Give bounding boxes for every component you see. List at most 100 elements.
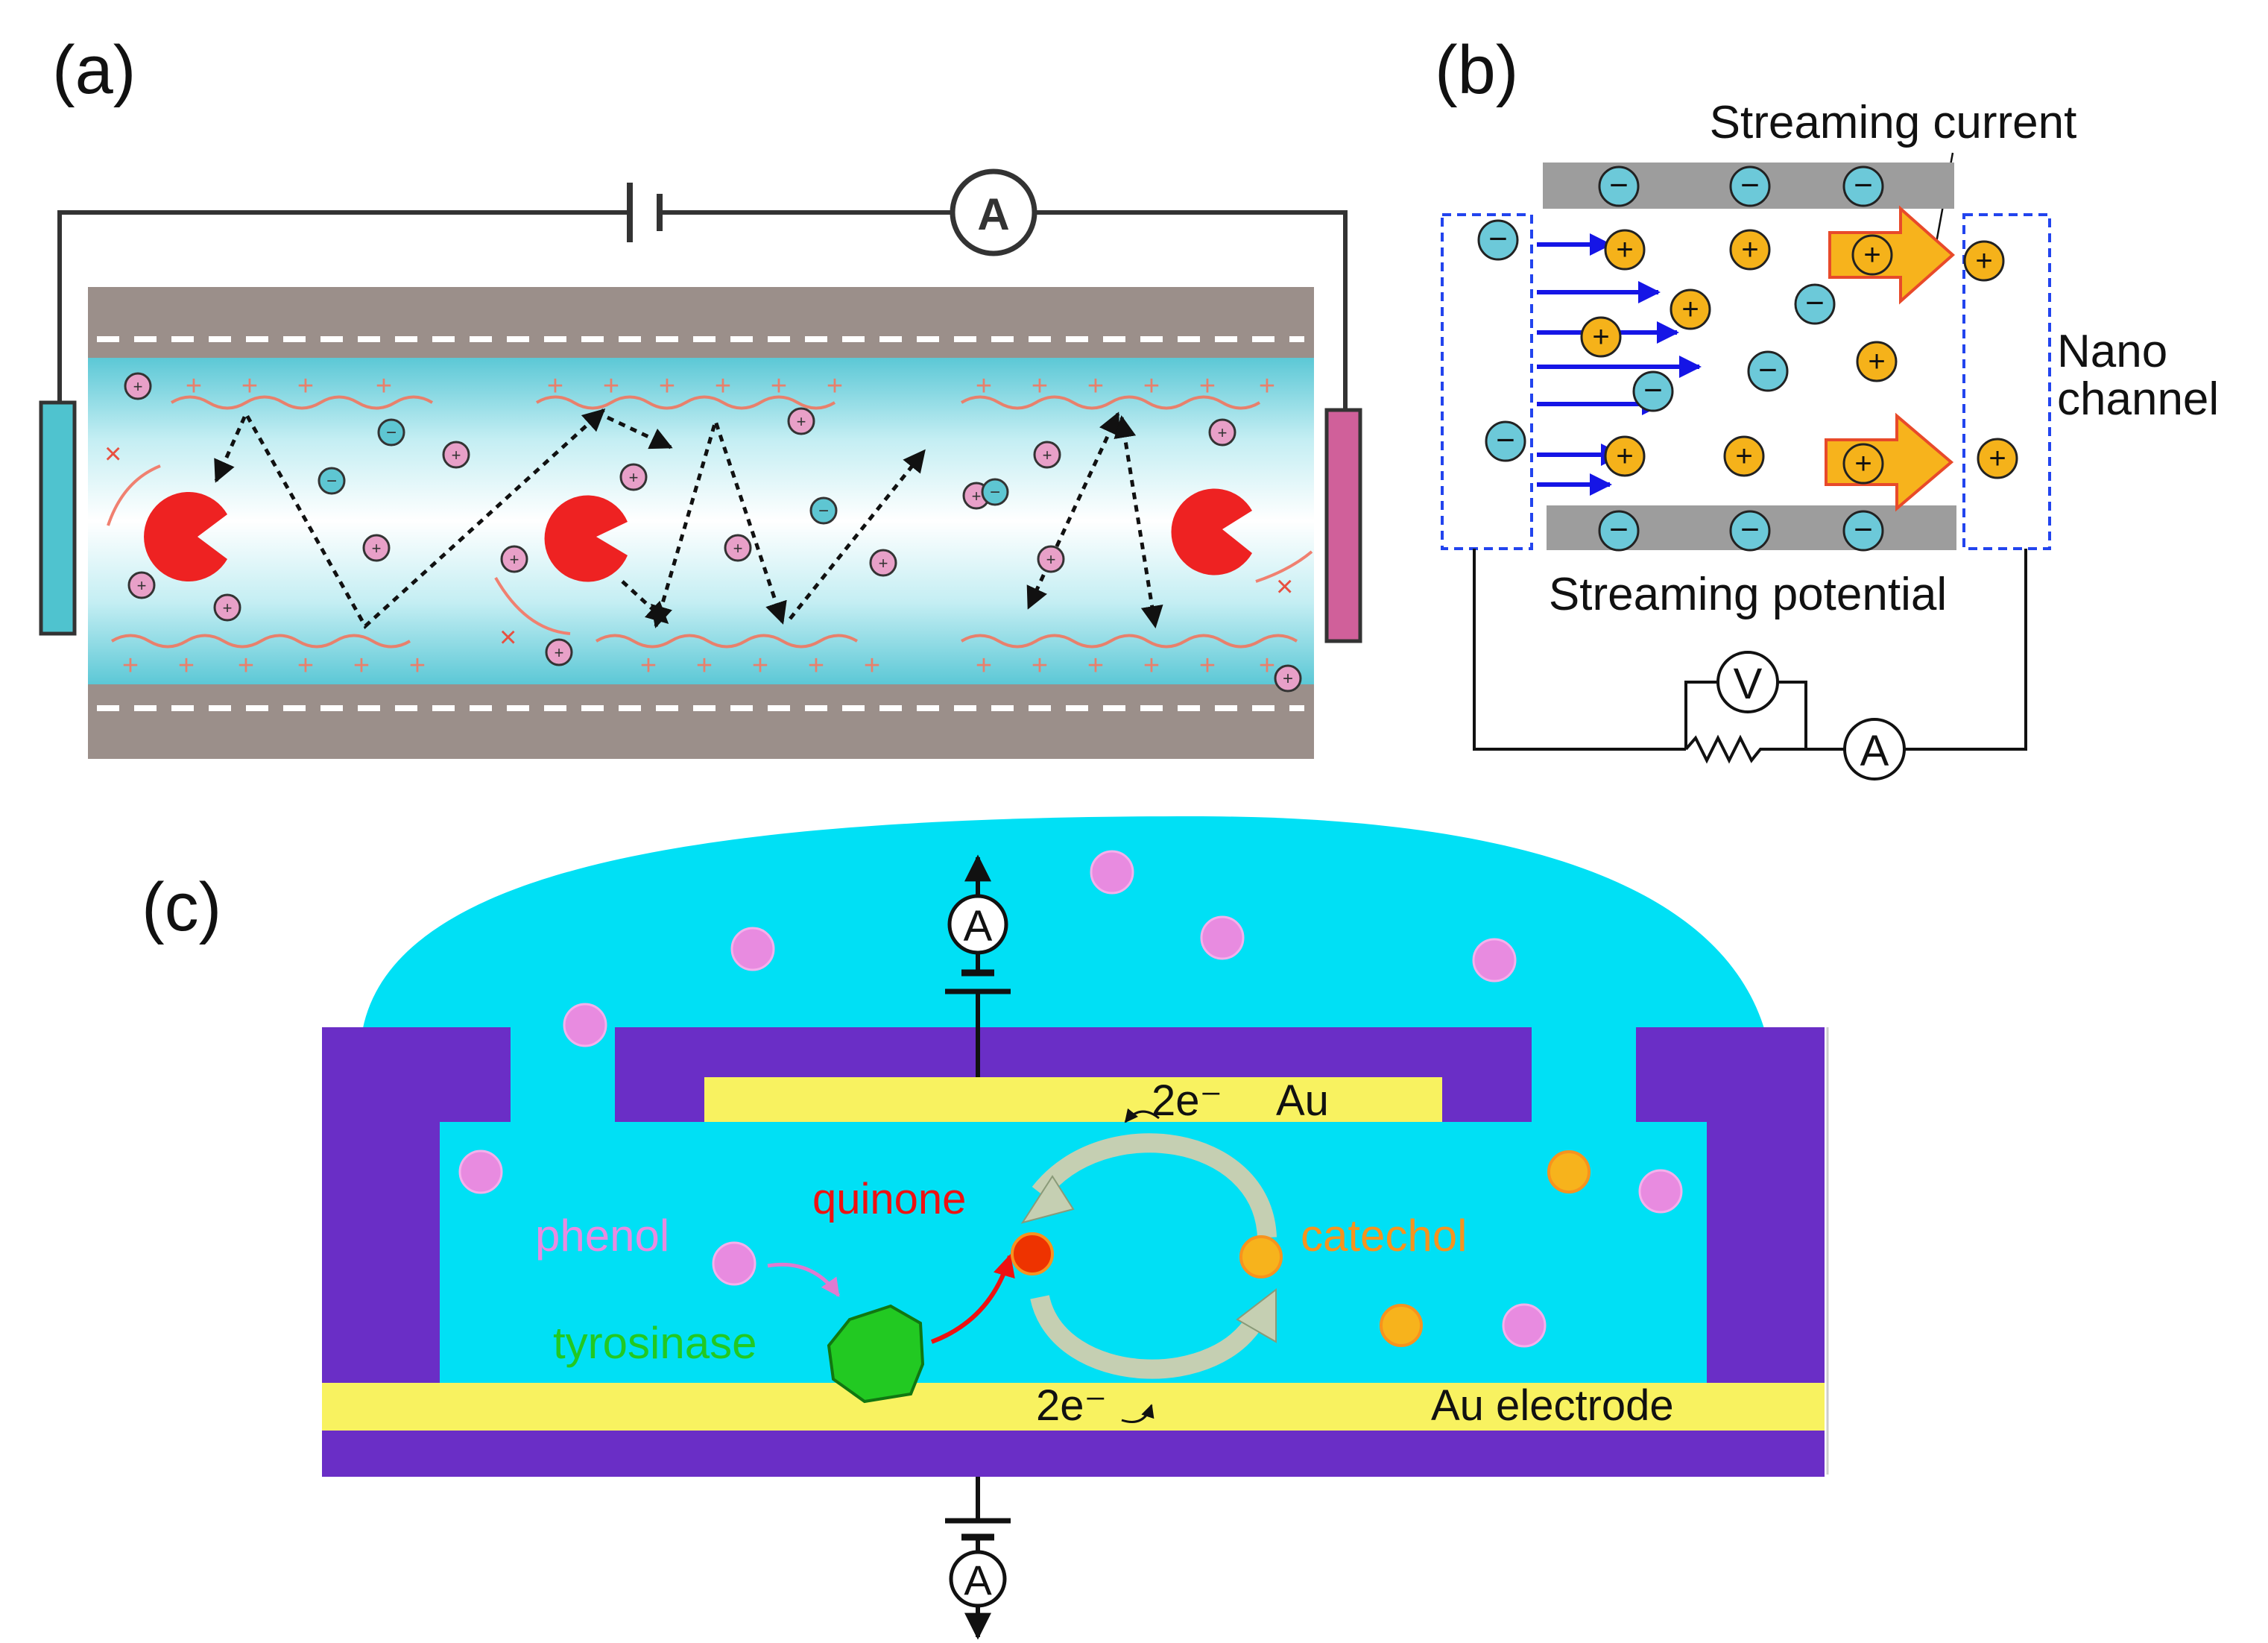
b-anion-icon [1598, 510, 1640, 552]
b-anion-sign: − [1805, 285, 1825, 321]
cation-icon [869, 549, 897, 577]
cation-sign: + [372, 539, 382, 558]
ammeter-b-icon [1843, 718, 1906, 780]
cation-sign: + [879, 554, 888, 573]
wall-plus-mark: + [409, 650, 426, 681]
cycle-arrow-lower [1030, 1294, 1269, 1379]
cycle-arrow-upper [1032, 1133, 1277, 1238]
cation-icon [545, 638, 573, 666]
cation-sign: + [510, 550, 519, 569]
b-cation-icon [1977, 438, 2018, 479]
cation-sign: + [1046, 550, 1056, 569]
phenol-molecule [1502, 1303, 1547, 1348]
b-cation-icon [1842, 443, 1884, 485]
left-electrode [39, 400, 77, 636]
panel-b-ions: +++++++++++−−−−−−−−−−− [1477, 165, 2018, 552]
b-anion-icon [1632, 370, 1674, 412]
anion-sign: − [326, 471, 337, 491]
panel-a-label: (a) [52, 32, 136, 108]
b-cation-sign: + [1989, 442, 2006, 475]
cation-sign: + [797, 412, 806, 431]
phenol-molecule [458, 1150, 503, 1194]
cation-icon [213, 593, 241, 622]
cation-icon [1033, 441, 1061, 469]
ammeter-a-symbol: A [977, 189, 1009, 239]
anion-sign: − [386, 423, 397, 443]
b-anion-sign: − [1609, 167, 1629, 204]
b-anion-icon [1729, 165, 1771, 207]
wall-plus-mark: + [1259, 370, 1275, 402]
panel-c-label: (c) [142, 869, 221, 945]
circuit-wire-right [1036, 210, 1348, 417]
wall-positive-charges: +++++++++++++++++++++++++++++++++ [122, 370, 1275, 681]
anion-sign: − [818, 501, 829, 521]
tyrosinase-label: tyrosinase [553, 1318, 756, 1368]
b-cation-sign: + [1735, 440, 1752, 473]
b-cation-sign: + [1592, 321, 1609, 353]
nano-label-line1: Nano [2057, 326, 2167, 377]
wall-plus-mark: + [603, 370, 619, 402]
top-electron-label: 2e⁻ [1152, 1076, 1222, 1125]
wall-plus-mark: + [715, 370, 731, 402]
ion-collision-paths [214, 408, 1163, 629]
b-anion-icon [1485, 420, 1526, 462]
wall-plus-mark: + [238, 650, 254, 681]
wall-plus-mark: + [976, 370, 992, 402]
wall-plus-mark: + [864, 650, 880, 681]
phenol-molecule [1200, 915, 1245, 960]
b-anion-icon [1842, 165, 1884, 207]
panel-c: (c) A A 2e⁻ [142, 816, 1829, 1640]
b-anion-sign: − [1854, 511, 1873, 548]
phenol-molecule [712, 1241, 756, 1286]
barrier-arc-middle [494, 577, 571, 635]
b-cation-icon [1580, 316, 1622, 358]
b-anion-sign: − [1609, 511, 1629, 548]
b-cation-sign: + [1616, 440, 1633, 473]
wall-plus-mark: + [1199, 650, 1216, 681]
top-au-label: Au [1276, 1076, 1329, 1125]
b-cation-sign: + [1868, 345, 1885, 378]
wall-plus-mark: + [1143, 370, 1160, 402]
phenol-to-enzyme-arrow [767, 1262, 841, 1298]
b-anion-icon [1794, 283, 1836, 325]
cation-icon [724, 534, 752, 562]
cation-sign: + [452, 446, 461, 464]
b-anion-icon [1598, 165, 1640, 207]
anion-icon [981, 478, 1009, 506]
anion-sign: − [990, 482, 1000, 502]
wall-plus-mark: + [297, 370, 314, 402]
wall-plus-mark: + [752, 650, 768, 681]
measurement-circuit [1473, 549, 2027, 764]
right-electrode [1324, 408, 1362, 643]
panel-a-ions: + + + + + + + + + + + + + + + − − − − + [124, 372, 1302, 693]
cation-sign: + [1218, 423, 1228, 442]
top-ammeter-symbol: A [964, 902, 993, 950]
anion-sign: + [1283, 669, 1293, 689]
b-anion-sign: − [1740, 167, 1760, 204]
wall-plus-mark: + [976, 650, 992, 681]
barrier-arc-right [1255, 550, 1313, 583]
cation-icon [500, 545, 528, 573]
b-cation-sign: + [1616, 233, 1633, 266]
cation-icon [619, 463, 648, 491]
b-cation-icon [1670, 288, 1711, 330]
wall-plus-mark: + [376, 370, 392, 402]
top-electron-arrow [1124, 1108, 1160, 1123]
ammeter-a-icon [950, 168, 1037, 256]
blocked-mark-right: × [1276, 570, 1293, 603]
bottom-electron-arrow [1121, 1404, 1154, 1423]
phenol-molecule [1472, 938, 1517, 983]
b-anion-icon [1477, 219, 1519, 261]
b-cation-icon [1604, 435, 1646, 477]
b-anion-sign: − [1854, 167, 1873, 204]
wall-plus-mark: + [1087, 370, 1104, 402]
cation-sign: + [629, 468, 639, 487]
panel-b: (b) Streaming current +++++++++++−−−−−−−… [1435, 32, 2219, 780]
wall-plus-mark: + [297, 650, 314, 681]
quinone-molecule [1011, 1232, 1054, 1275]
ammeter-b-symbol: A [1860, 727, 1889, 775]
b-cation-sign: + [1741, 233, 1758, 266]
panel-b-label: (b) [1435, 32, 1518, 108]
b-cation-icon [1851, 234, 1893, 276]
wall-plus-mark: + [771, 370, 787, 402]
